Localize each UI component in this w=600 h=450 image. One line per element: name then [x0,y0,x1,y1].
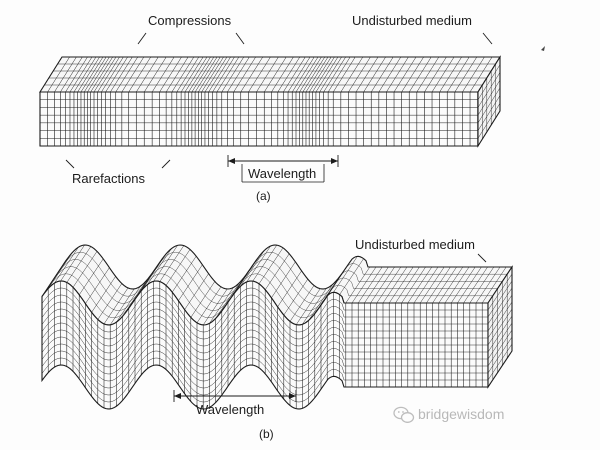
undisturbed-medium-label-a: Undisturbed medium [352,13,472,28]
wavelength-label-b: Wavelength [196,402,265,417]
wechat-logo-icon [393,406,415,423]
rarefactions-label: Rarefactions [72,171,145,186]
shear-wave-bar [41,244,514,410]
wavelength-label-a: Wavelength [248,166,317,181]
compressions-label: Compressions [148,13,232,28]
leader-lines [65,32,545,402]
undisturbed-medium-label-b: Undisturbed medium [355,237,475,252]
panel-b-caption: (b) [259,427,274,441]
watermark-text: bridgewisdom [418,406,505,422]
compression-wave-bar [39,55,501,148]
panel-a-caption: (a) [256,189,271,203]
